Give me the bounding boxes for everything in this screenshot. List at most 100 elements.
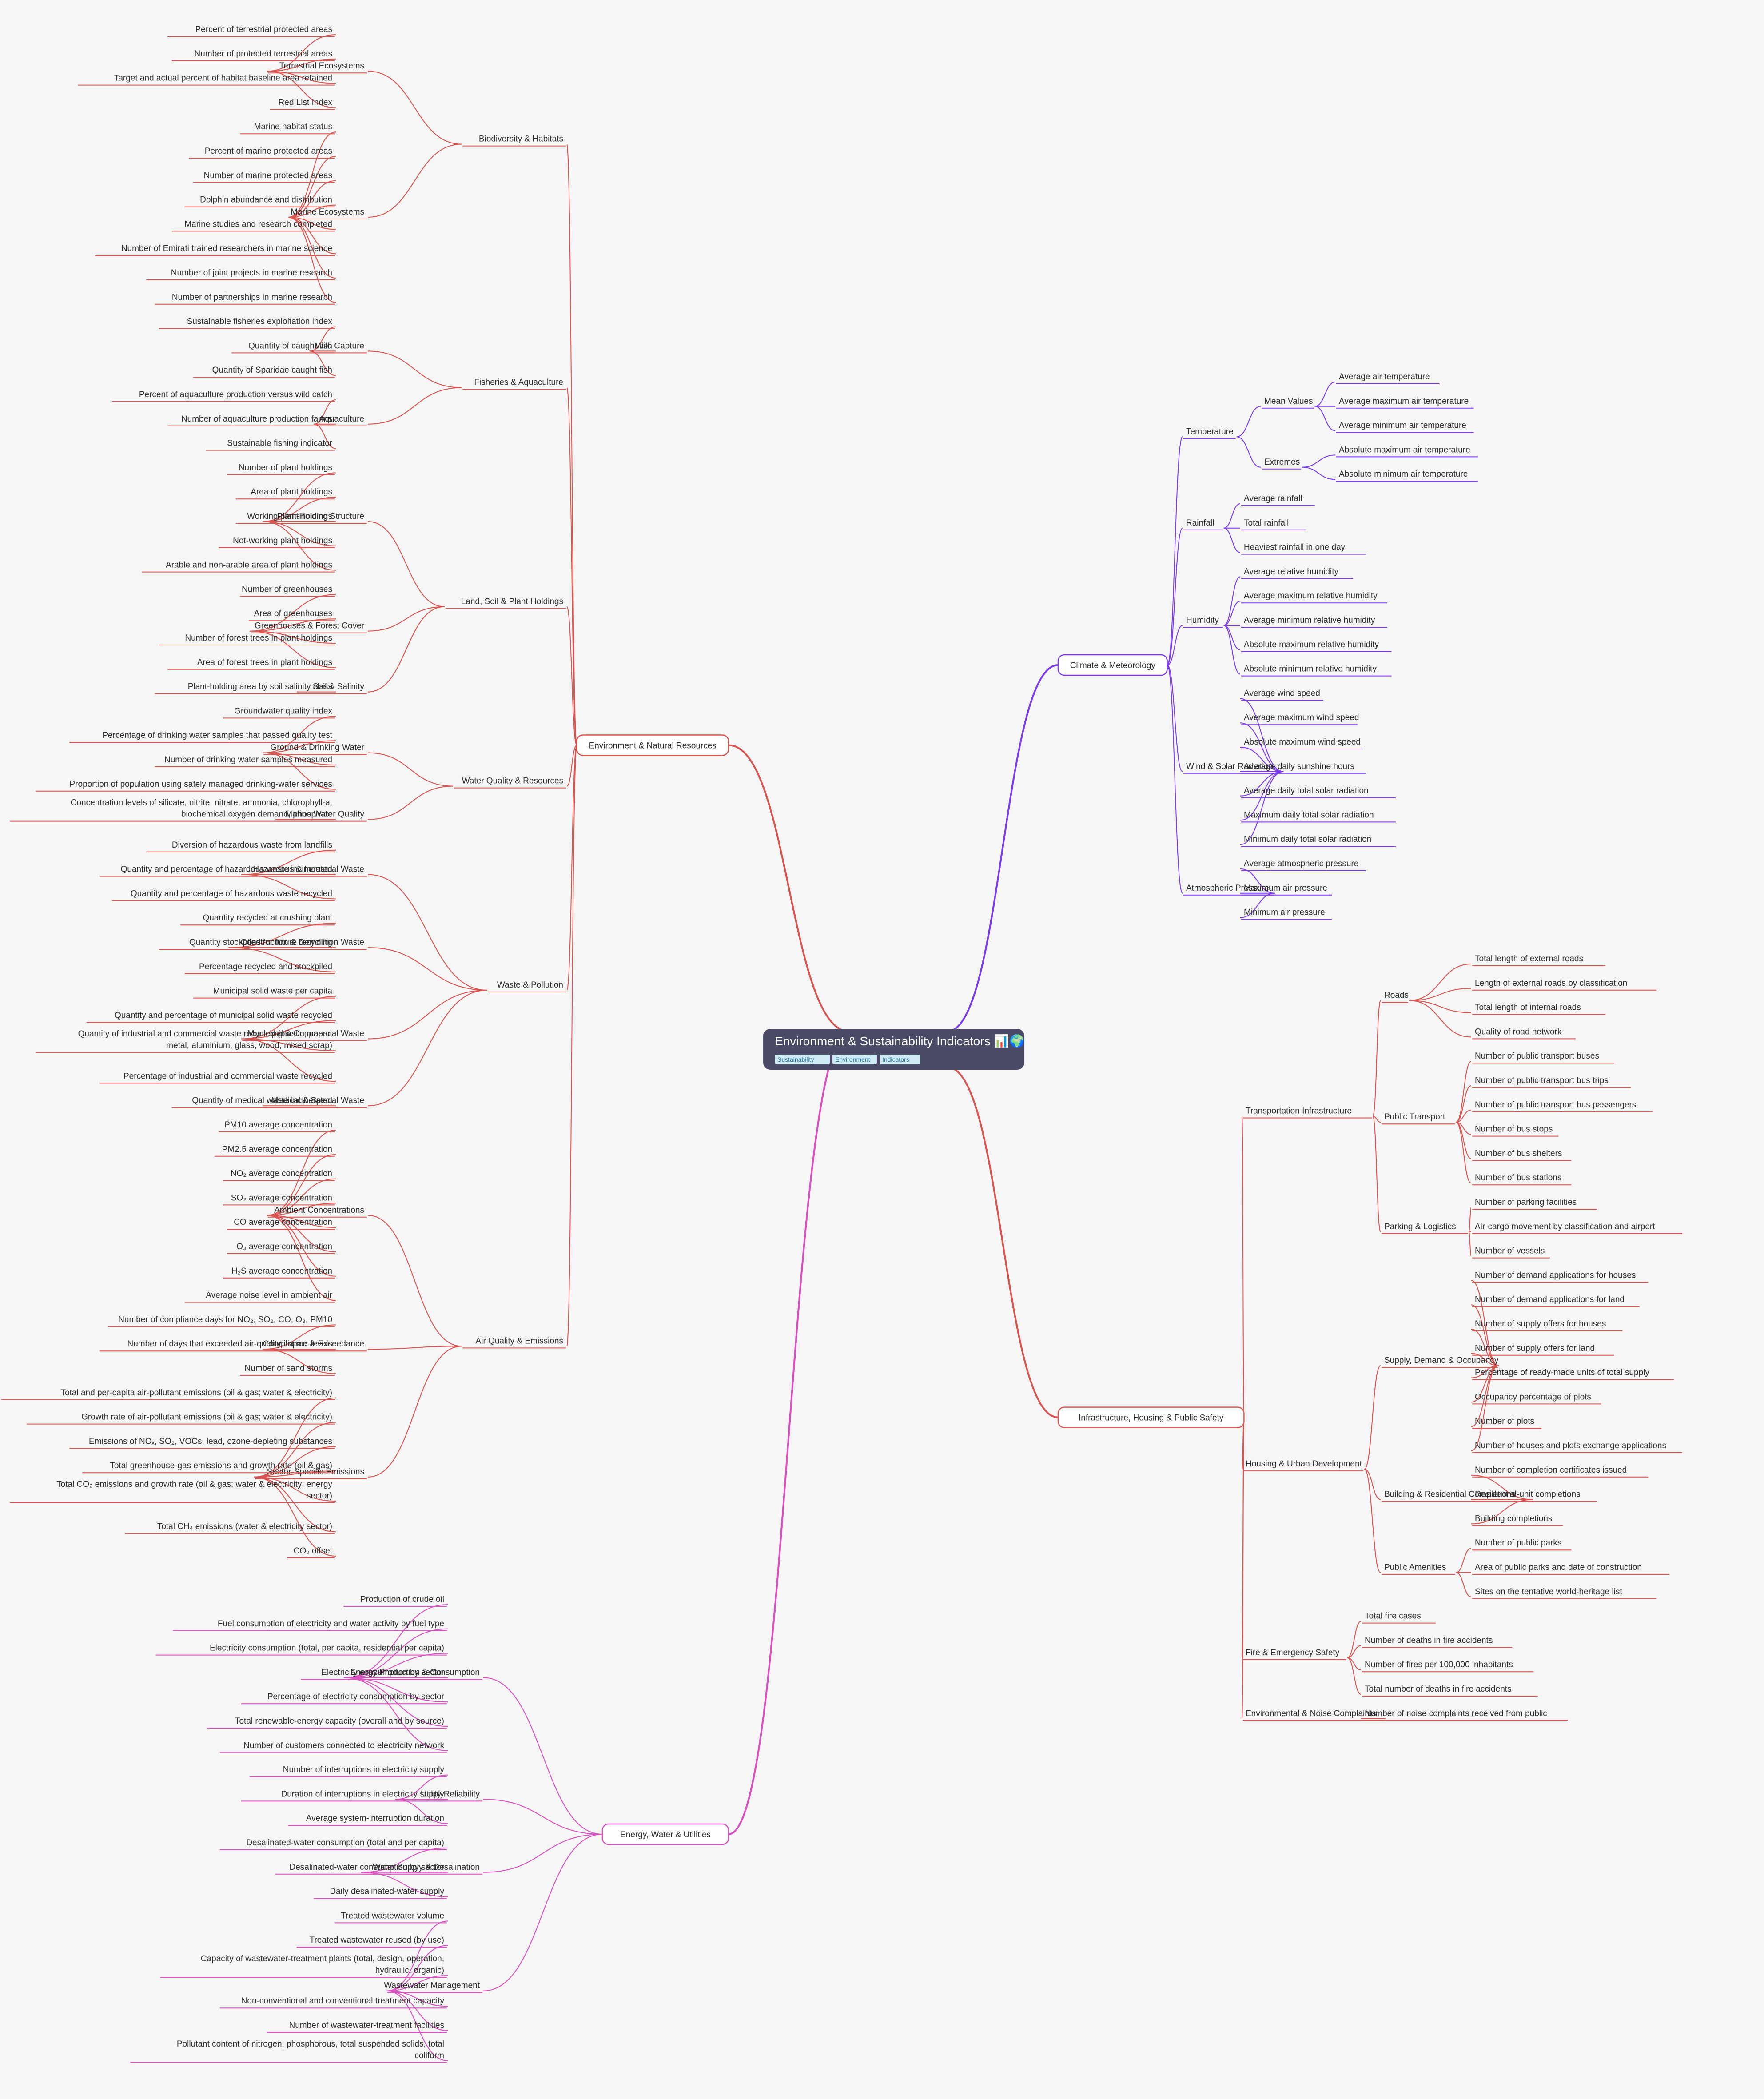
node-length-of-external-roads-by-classification[interactable]: Length of external roads by classificati…: [1472, 979, 1657, 991]
node-quantity-of-caught-fish[interactable]: Quantity of caught fish: [231, 341, 335, 354]
node-quantity-and-percentage-of-hazardous-waste-incin[interactable]: Quantity and percentage of hazardous was…: [99, 865, 335, 877]
node-plant-holding-area-by-soil-salinity-class[interactable]: Plant-holding area by soil salinity clas…: [155, 682, 335, 694]
node-marine-habitat-status[interactable]: Marine habitat status: [240, 122, 335, 135]
node-quality-of-road-network[interactable]: Quality of road network: [1472, 1027, 1576, 1040]
node-average-daily-total-solar-radiation[interactable]: Average daily total solar radiation: [1241, 786, 1396, 798]
node-number-of-supply-offers-for-land[interactable]: Number of supply offers for land: [1472, 1344, 1614, 1356]
node-sites-on-the-tentative-world-heritage-list[interactable]: Sites on the tentative world-heritage li…: [1472, 1587, 1657, 1599]
node-area-of-forest-trees-in-plant-holdings[interactable]: Area of forest trees in plant holdings: [167, 658, 335, 670]
node-quantity-recycled-at-crushing-plant[interactable]: Quantity recycled at crushing plant: [180, 913, 335, 926]
node-percentage-recycled-and-stockpiled[interactable]: Percentage recycled and stockpiled: [184, 962, 335, 974]
node-number-of-emirati-trained-researchers-in-marine-[interactable]: Number of Emirati trained researchers in…: [95, 244, 335, 256]
node-quantity-of-industrial-and-commercial-waste-recy[interactable]: Quantity of industrial and commercial wa…: [35, 1029, 335, 1053]
node-co-offset[interactable]: CO₂ offset: [287, 1546, 335, 1558]
node-total-fire-cases[interactable]: Total fire cases: [1362, 1612, 1436, 1624]
node-percent-of-aquaculture-production-versus-wild-ca[interactable]: Percent of aquaculture production versus…: [112, 390, 335, 402]
node-number-of-days-that-exceeded-air-quality-impact-[interactable]: Number of days that exceeded air-quality…: [99, 1339, 335, 1352]
node-transportation-infrastructure[interactable]: Transportation Infrastructure: [1243, 1107, 1372, 1119]
node-number-of-fires-per-100-000-inhabitants[interactable]: Number of fires per 100,000 inhabitants: [1362, 1660, 1534, 1673]
node-percent-of-terrestrial-protected-areas[interactable]: Percent of terrestrial protected areas: [167, 25, 335, 37]
node-number-of-protected-terrestrial-areas[interactable]: Number of protected terrestrial areas: [171, 49, 335, 61]
node-quantity-and-percentage-of-municipal-solid-waste[interactable]: Quantity and percentage of municipal sol…: [86, 1011, 335, 1023]
node-marine-ecosystems[interactable]: Marine Ecosystems: [289, 207, 367, 219]
node-treated-wastewater-reused-by-use[interactable]: Treated wastewater reused (by use): [296, 1936, 447, 1948]
node-ground-drinking-water[interactable]: Ground & Drinking Water: [263, 743, 367, 755]
node-co-average-concentration[interactable]: CO average concentration: [227, 1218, 335, 1230]
node-no-average-concentration[interactable]: NO₂ average concentration: [223, 1169, 335, 1181]
node-number-of-wastewater-treatment-facilities[interactable]: Number of wastewater-treatment facilitie…: [267, 2021, 447, 2033]
node-greenhouses-forest-cover[interactable]: Greenhouses & Forest Cover: [251, 621, 367, 633]
node-total-rainfall[interactable]: Total rainfall: [1241, 518, 1306, 530]
node-maximum-daily-total-solar-radiation[interactable]: Maximum daily total solar radiation: [1241, 810, 1396, 823]
node-average-relative-humidity[interactable]: Average relative humidity: [1241, 567, 1353, 579]
node-number-of-noise-complaints-received-from-public[interactable]: Number of noise complaints received from…: [1362, 1709, 1568, 1721]
node-number-of-parking-facilities[interactable]: Number of parking facilities: [1472, 1198, 1597, 1210]
node-sustainable-fishing-indicator[interactable]: Sustainable fishing indicator: [206, 439, 335, 451]
node-water-quality-resources[interactable]: Water Quality & Resources: [454, 777, 566, 789]
node-percent-of-marine-protected-areas[interactable]: Percent of marine protected areas: [189, 147, 335, 159]
node-number-of-bus-stations[interactable]: Number of bus stations: [1472, 1173, 1572, 1186]
node-terrestrial-ecosystems[interactable]: Terrestrial Ecosystems: [267, 61, 367, 74]
node-average-air-temperature[interactable]: Average air temperature: [1336, 372, 1440, 384]
node-area-of-public-parks-and-date-of-construction[interactable]: Area of public parks and date of constru…: [1472, 1563, 1669, 1575]
node-average-minimum-relative-humidity[interactable]: Average minimum relative humidity: [1241, 616, 1387, 628]
node-number-of-deaths-in-fire-accidents[interactable]: Number of deaths in fire accidents: [1362, 1636, 1513, 1648]
node-pm10-average-concentration[interactable]: PM10 average concentration: [219, 1120, 335, 1132]
node-supply-demand-occupancy[interactable]: Supply, Demand & Occupancy: [1382, 1356, 1499, 1368]
node-desalinated-water-consumption-total-and-per-capi[interactable]: Desalinated-water consumption (total and…: [219, 1838, 447, 1850]
node-capacity-of-wastewater-treatment-plants-total-de[interactable]: Capacity of wastewater-treatment plants …: [160, 1954, 447, 1978]
node-fisheries-aquaculture[interactable]: Fisheries & Aquaculture: [462, 378, 566, 390]
node-number-of-public-transport-buses[interactable]: Number of public transport buses: [1472, 1051, 1614, 1064]
node-fuel-consumption-of-electricity-and-water-activi[interactable]: Fuel consumption of electricity and wate…: [173, 1619, 447, 1631]
node-number-of-public-parks[interactable]: Number of public parks: [1472, 1538, 1572, 1551]
node-average-noise-level-in-ambient-air[interactable]: Average noise level in ambient air: [184, 1291, 335, 1303]
node-maximum-air-pressure[interactable]: Maximum air pressure: [1241, 884, 1332, 896]
node-mean-values[interactable]: Mean Values: [1262, 397, 1314, 409]
node-housing-urban-development[interactable]: Housing & Urban Development: [1243, 1459, 1364, 1472]
node-quantity-stockpiled-for-future-recycling[interactable]: Quantity stockpiled for future recycling: [159, 938, 335, 950]
node-minimum-air-pressure[interactable]: Minimum air pressure: [1241, 908, 1332, 920]
node-not-working-plant-holdings[interactable]: Not-working plant holdings: [219, 536, 335, 548]
node-temperature[interactable]: Temperature: [1183, 427, 1236, 439]
node-occupancy-percentage-of-plots[interactable]: Occupancy percentage of plots: [1472, 1392, 1601, 1405]
node-number-of-customers-connected-to-electricity-net[interactable]: Number of customers connected to electri…: [219, 1741, 447, 1753]
branch-environment-natural-resources[interactable]: Environment & Natural Resources: [576, 734, 729, 756]
node-air-quality-emissions[interactable]: Air Quality & Emissions: [462, 1336, 566, 1349]
node-number-of-bus-stops[interactable]: Number of bus stops: [1472, 1125, 1559, 1137]
node-concentration-levels-of-silicate-nitrite-nitrate[interactable]: Concentration levels of silicate, nitrit…: [10, 798, 335, 822]
node-number-of-forest-trees-in-plant-holdings[interactable]: Number of forest trees in plant holdings: [159, 633, 335, 645]
node-total-co-emissions-and-growth-rate-oil-gas-water[interactable]: Total CO₂ emissions and growth rate (oil…: [10, 1480, 335, 1503]
node-heaviest-rainfall-in-one-day[interactable]: Heaviest rainfall in one day: [1241, 543, 1366, 555]
node-total-and-per-capita-air-pollutant-emissions-oil[interactable]: Total and per-capita air-pollutant emiss…: [1, 1388, 335, 1400]
node-total-number-of-deaths-in-fire-accidents[interactable]: Total number of deaths in fire accidents: [1362, 1685, 1538, 1697]
node-parking-logistics[interactable]: Parking & Logistics: [1382, 1222, 1468, 1234]
node-sector-specific-emissions[interactable]: Sector-Specific Emissions: [255, 1467, 367, 1479]
node-number-of-marine-protected-areas[interactable]: Number of marine protected areas: [193, 171, 335, 183]
node-number-of-public-transport-bus-passengers[interactable]: Number of public transport bus passenger…: [1472, 1100, 1653, 1112]
node-treated-wastewater-volume[interactable]: Treated wastewater volume: [335, 1911, 447, 1924]
node-electricity-consumption-by-sector[interactable]: Electricity consumption by sector: [301, 1668, 447, 1680]
node-average-maximum-wind-speed[interactable]: Average maximum wind speed: [1241, 713, 1359, 725]
node-arable-and-non-arable-area-of-plant-holdings[interactable]: Arable and non-arable area of plant hold…: [142, 561, 335, 573]
node-quantity-of-sparidae-caught-fish[interactable]: Quantity of Sparidae caught fish: [193, 366, 335, 378]
node-average-rainfall[interactable]: Average rainfall: [1241, 494, 1315, 506]
node-number-of-joint-projects-in-marine-research[interactable]: Number of joint projects in marine resea…: [146, 268, 335, 280]
node-percentage-of-ready-made-units-of-total-supply[interactable]: Percentage of ready-made units of total …: [1472, 1368, 1674, 1380]
node-average-wind-speed[interactable]: Average wind speed: [1241, 689, 1323, 701]
node-building-completions[interactable]: Building completions: [1472, 1514, 1563, 1526]
node-pm2-5-average-concentration[interactable]: PM2.5 average concentration: [214, 1145, 335, 1157]
node-average-maximum-relative-humidity[interactable]: Average maximum relative humidity: [1241, 591, 1387, 604]
node-dolphin-abundance-and-distribution[interactable]: Dolphin abundance and distribution: [184, 195, 335, 207]
node-ambient-concentrations[interactable]: Ambient Concentrations: [267, 1206, 367, 1218]
node-number-of-plant-holdings[interactable]: Number of plant holdings: [227, 463, 335, 475]
node-wastewater-management[interactable]: Wastewater Management: [384, 1981, 482, 1993]
node-rainfall[interactable]: Rainfall: [1183, 518, 1223, 530]
branch-infrastructure-housing-public-safety[interactable]: Infrastructure, Housing & Public Safety: [1057, 1406, 1245, 1428]
node-number-of-completion-certificates-issued[interactable]: Number of completion certificates issued: [1472, 1466, 1648, 1478]
node-environmental-noise-complaints[interactable]: Environmental & Noise Complaints: [1243, 1709, 1385, 1721]
node-production-of-crude-oil[interactable]: Production of crude oil: [343, 1595, 447, 1607]
node-extremes[interactable]: Extremes: [1262, 458, 1301, 470]
node-absolute-maximum-relative-humidity[interactable]: Absolute maximum relative humidity: [1241, 640, 1392, 652]
node-number-of-interruptions-in-electricity-supply[interactable]: Number of interruptions in electricity s…: [250, 1765, 447, 1777]
node-municipal-solid-waste-per-capita[interactable]: Municipal solid waste per capita: [193, 987, 335, 999]
